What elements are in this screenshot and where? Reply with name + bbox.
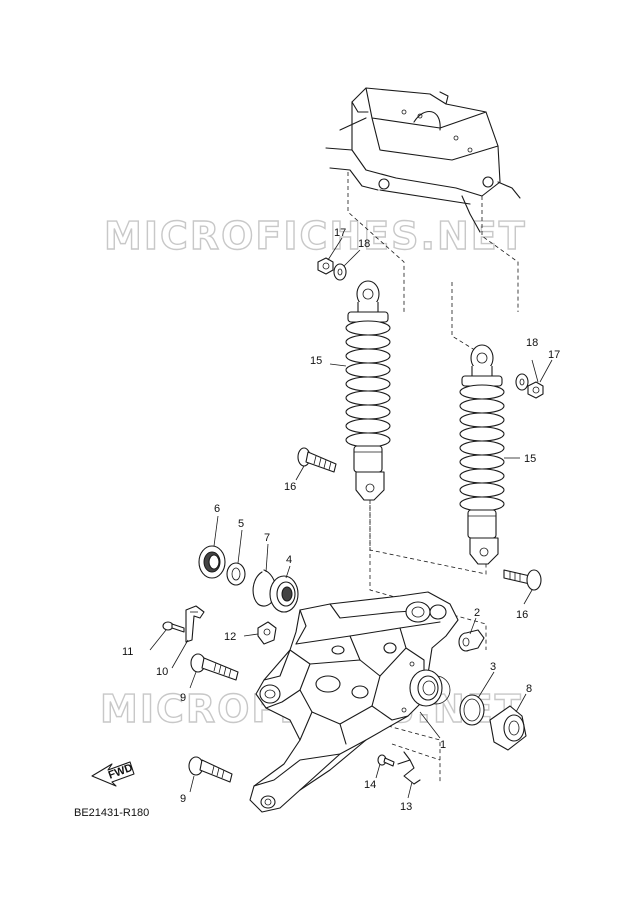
bolt-9-upper	[190, 653, 239, 681]
bearing-4	[269, 575, 299, 613]
callout-17-right: 17	[548, 349, 560, 361]
screw-11	[162, 621, 185, 633]
collar-8	[489, 705, 527, 751]
clip-13	[397, 751, 421, 785]
frame-crossmember	[325, 87, 521, 233]
washer-18-right	[515, 373, 529, 391]
callout-5: 5	[238, 518, 244, 530]
callout-6: 6	[214, 503, 220, 515]
shock-absorber-15-left	[345, 280, 391, 501]
nut-17-left	[317, 257, 334, 275]
diagram-code: BE21431-R180	[74, 807, 149, 819]
callout-15-left: 15	[310, 355, 322, 367]
bolt-9-lower	[188, 756, 233, 783]
bolt-16-left	[297, 447, 337, 473]
callout-17-left: 17	[334, 227, 346, 239]
callout-7: 7	[264, 532, 270, 544]
watermark-top: MICROFICHES.NET	[104, 214, 527, 258]
collar-2	[458, 629, 485, 652]
callout-11: 11	[122, 646, 133, 658]
callout-12: 12	[224, 631, 236, 643]
callout-1: 1	[440, 739, 446, 751]
callout-2: 2	[474, 607, 480, 619]
bolt-16-right	[503, 569, 542, 591]
callout-9-upper: 9	[180, 692, 186, 704]
callout-10: 10	[156, 666, 168, 678]
rear-arm-1	[249, 591, 459, 813]
o-ring-3	[459, 694, 485, 726]
circlip-7	[252, 569, 277, 607]
shock-absorber-15-right	[459, 344, 505, 565]
bolt-14	[377, 754, 395, 767]
callouts: 17 18 15 16 18 17 15 16 6 5 7 4 2 11 12 …	[122, 227, 560, 813]
callout-9-lower: 9	[180, 793, 186, 805]
clamp-12	[257, 621, 277, 645]
callout-3: 3	[490, 661, 496, 673]
callout-8: 8	[526, 683, 532, 695]
callout-15-right: 15	[524, 453, 536, 465]
oil-seal-6	[198, 545, 226, 579]
callout-13: 13	[400, 801, 412, 813]
callout-14: 14	[364, 779, 376, 791]
callout-16-left: 16	[284, 481, 296, 493]
callout-16-right: 16	[516, 609, 528, 621]
fwd-arrow-icon: FWD	[91, 761, 135, 787]
callout-18-right: 18	[526, 337, 538, 349]
callout-4: 4	[286, 554, 292, 566]
washer-18-left	[333, 263, 347, 281]
leader-lines	[149, 237, 553, 799]
collar-5	[226, 562, 246, 586]
bracket-10	[185, 605, 205, 643]
callout-18-left: 18	[358, 238, 370, 250]
nut-17-right	[527, 381, 544, 399]
